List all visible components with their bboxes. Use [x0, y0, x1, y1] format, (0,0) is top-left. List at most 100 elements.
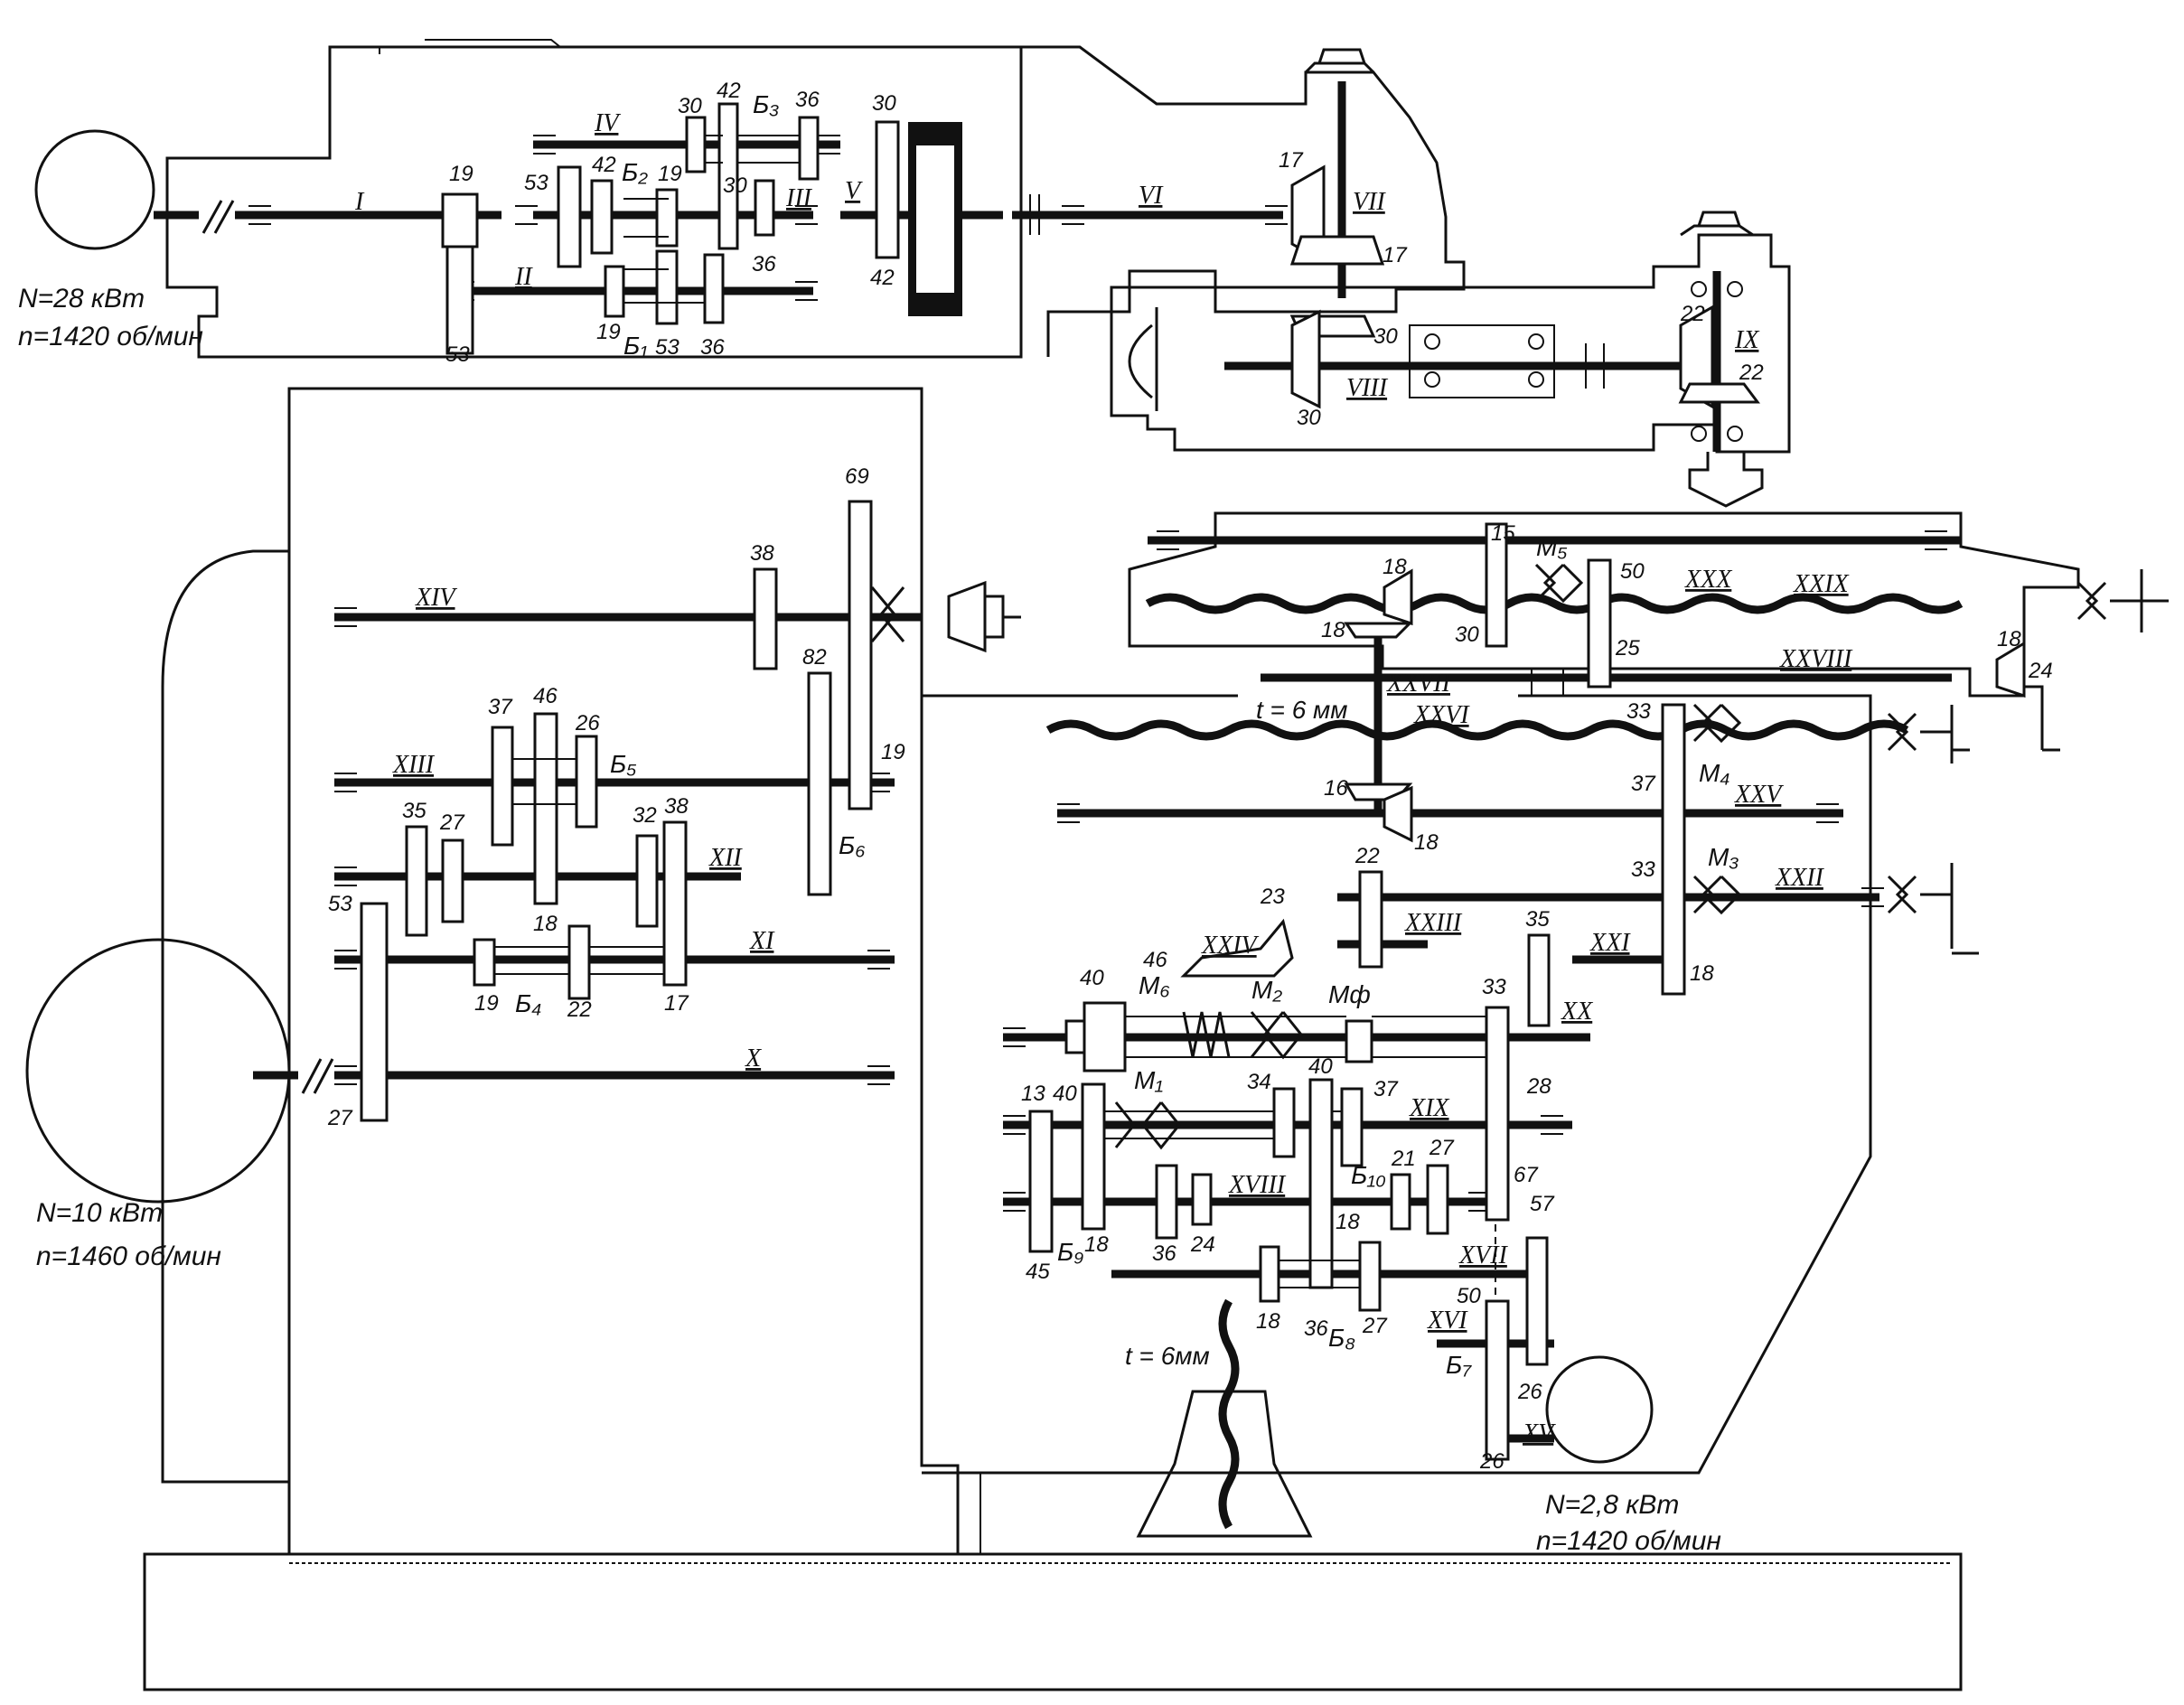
teeth-label: 40 — [1053, 1082, 1077, 1106]
label-shaft-XXVI: XXVI — [1413, 701, 1470, 729]
label-b1: Б₁ — [623, 332, 648, 360]
teeth-label: 19 — [449, 162, 473, 186]
teeth-label: 50 — [1457, 1284, 1481, 1308]
gear-35-XXI — [1527, 933, 1551, 1027]
gear-35 — [405, 825, 428, 937]
coupling-3 — [870, 586, 905, 642]
label-shaft-V: V — [845, 177, 863, 205]
teeth-label: 18 — [1321, 618, 1345, 642]
lead-screws — [1045, 593, 1964, 1530]
gear-36-XVIII — [1155, 1164, 1178, 1240]
gear-40-18 — [1081, 1082, 1106, 1231]
teeth-label: 38 — [664, 794, 689, 819]
label-shaft-XV: XV — [1522, 1419, 1556, 1447]
label-shaft-I: I — [354, 188, 365, 216]
label-shaft-XVII: XVII — [1458, 1241, 1509, 1269]
teeth-label: 34 — [1247, 1070, 1271, 1094]
teeth-label: 42 — [870, 266, 895, 290]
label-shaft-XVIII: XVIII — [1228, 1171, 1287, 1199]
bearing-housing — [1409, 324, 1555, 398]
teeth-label: 13 — [1021, 1082, 1045, 1106]
shaft-labels: I II III IV V VI VII VIII IX X XI XII XI… — [354, 109, 1853, 1447]
teeth-label: 53 — [524, 171, 548, 195]
gear-57 — [1525, 1236, 1549, 1366]
gear-32 — [635, 834, 659, 928]
teeth-label: 27 — [1362, 1314, 1388, 1338]
bevel-22-a — [1679, 304, 1714, 409]
base-outline — [143, 1552, 1963, 1691]
teeth-label: 30 — [872, 91, 896, 116]
teeth-label: 28 — [1526, 1074, 1551, 1099]
gear-26 — [575, 735, 598, 829]
bevel-30-b — [1290, 309, 1321, 409]
teeth-label: 42 — [592, 153, 616, 177]
label-shaft-XIV: XIV — [415, 584, 457, 612]
teeth-label: 18 — [1383, 555, 1407, 579]
label-m4: M₄ — [1699, 759, 1730, 787]
gear-53-b1 — [655, 249, 679, 325]
main-motor-power: N=28 кВт — [18, 284, 145, 314]
label-shaft-XI: XI — [749, 927, 775, 955]
label-shaft-XX: XX — [1561, 998, 1593, 1026]
ram-outline — [1021, 45, 1466, 357]
teeth-label: 26 — [1479, 1449, 1504, 1474]
label-shaft-IV: IV — [594, 109, 621, 137]
knee-guide — [957, 1473, 981, 1554]
teeth-label: 18 — [1256, 1309, 1280, 1334]
clutch-m5 — [1534, 563, 1584, 604]
main-motor — [34, 129, 155, 250]
label-shaft-XVI: XVI — [1427, 1307, 1468, 1335]
feed-motor-speed: n=1460 об/мин — [36, 1241, 221, 1271]
label-shaft-X: X — [745, 1045, 762, 1073]
teeth-label: 17 — [1279, 148, 1304, 173]
teeth-label: 67 — [1514, 1163, 1539, 1187]
gear-15-30 — [1485, 522, 1508, 648]
teeth-label: 30 — [1373, 324, 1398, 349]
coupling-2 — [301, 1058, 334, 1094]
label-shaft-XIII: XIII — [392, 751, 436, 779]
gear-46-18 — [533, 712, 558, 905]
gear-33-67 — [1485, 1006, 1510, 1222]
teeth-label: 53 — [445, 342, 470, 367]
teeth-label: 36 — [752, 252, 776, 276]
crank-handle — [2024, 685, 2060, 752]
gear-22-b4 — [567, 924, 591, 1000]
teeth-label: 30 — [723, 173, 747, 198]
teeth-label: 35 — [402, 799, 426, 823]
label-pitch-a: t = 6 мм — [1256, 696, 1347, 724]
gear-36-b1 — [703, 253, 725, 324]
gear-82 — [807, 671, 832, 896]
table-saddle-outline — [1128, 511, 2080, 698]
label-m2: M₂ — [1251, 976, 1282, 1004]
teeth-label: 37 — [1631, 772, 1656, 796]
teeth-label: 22 — [1354, 844, 1380, 868]
teeth-label: 46 — [533, 684, 558, 708]
clutch-m6-spring — [1182, 1011, 1231, 1058]
gear-19-b4 — [473, 938, 496, 987]
label-b9: Б₉ — [1057, 1238, 1083, 1266]
clutch-m2 — [1250, 1011, 1303, 1060]
label-shaft-VI: VI — [1139, 182, 1164, 210]
teeth-label: 50 — [1620, 559, 1645, 584]
overarm-cap — [1304, 48, 1375, 74]
label-shaft-XXIII: XXIII — [1404, 909, 1463, 937]
label-mf: Mф — [1328, 980, 1371, 1008]
spindle-nose — [1128, 307, 1158, 411]
gear-42-b2 — [590, 179, 614, 255]
teeth-label: 36 — [700, 335, 725, 360]
handwheel-z — [1887, 863, 1979, 955]
saddle-guide — [1531, 669, 1564, 696]
teeth-label: 53 — [655, 335, 680, 360]
teeth-label: 82 — [802, 645, 827, 670]
label-shaft-VII: VII — [1353, 188, 1386, 216]
gear-19-b1 — [604, 265, 625, 318]
feed-motor — [25, 938, 291, 1204]
gear-27-XVIII — [1426, 1164, 1449, 1235]
gear-30-42-V — [875, 120, 900, 259]
teeth-label: 69 — [845, 464, 869, 489]
gears — [360, 102, 2026, 1461]
shaft-XXVI — [1045, 719, 1909, 741]
bevel-17-b — [1289, 235, 1385, 266]
rapid-motor-power: N=2,8 кВт — [1545, 1490, 1679, 1520]
